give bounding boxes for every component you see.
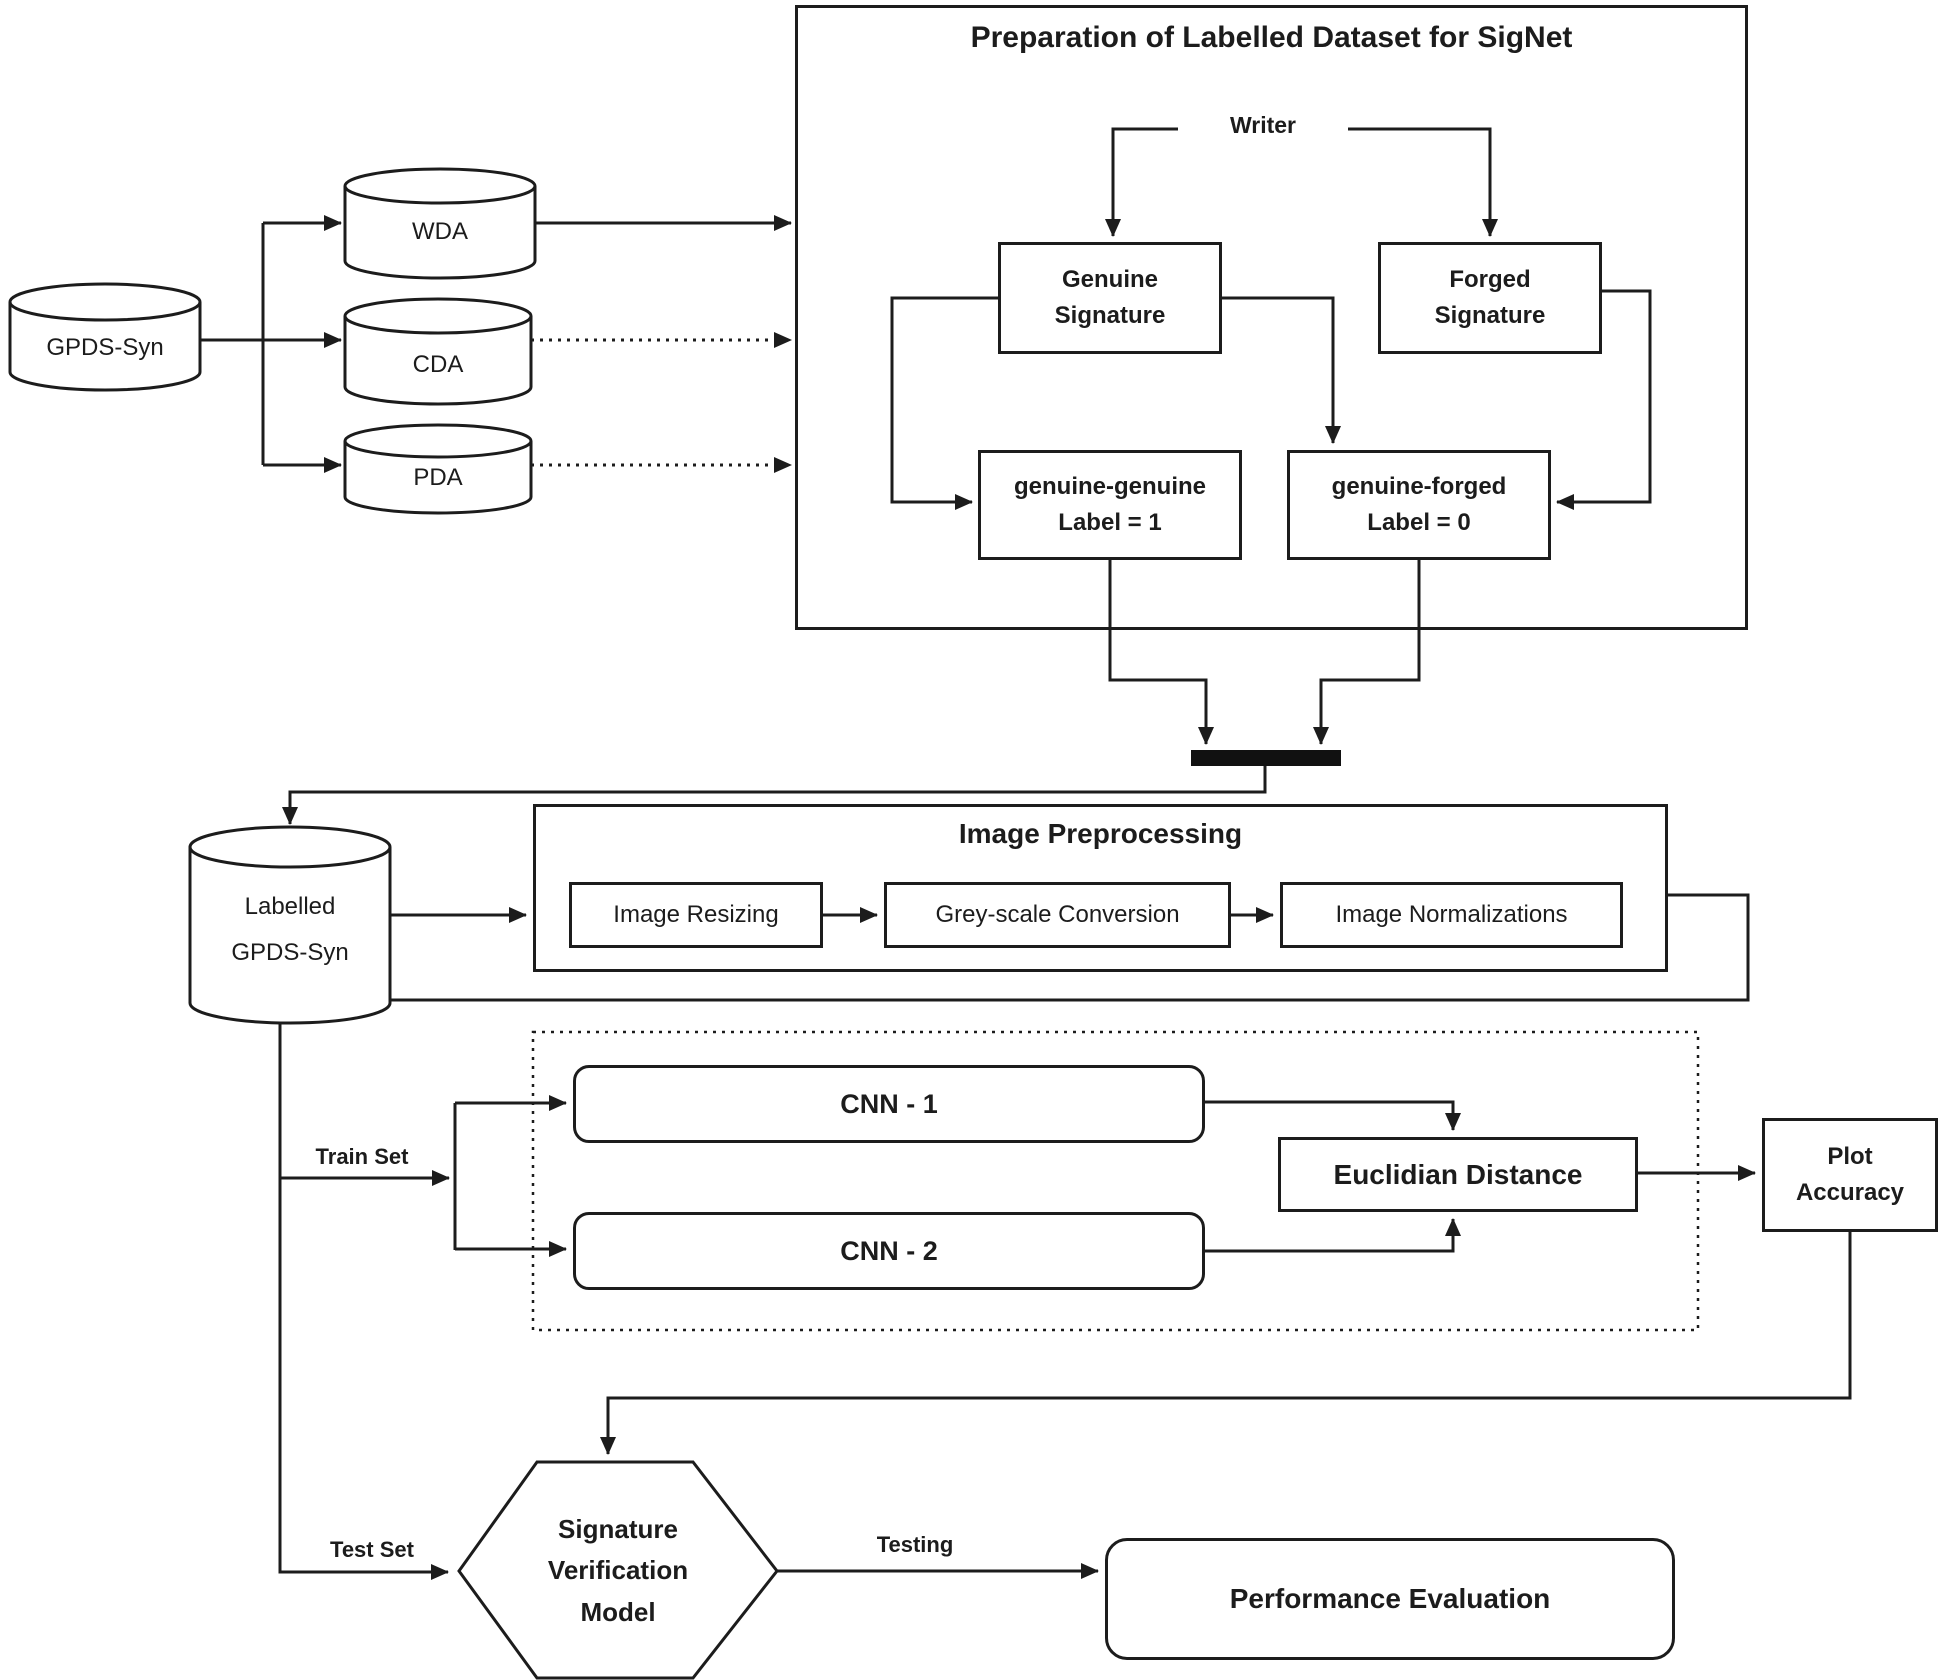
genuine-forged-box: genuine-forged Label = 0: [1287, 450, 1551, 560]
image-normalizations-box: Image Normalizations: [1280, 882, 1623, 948]
gpds-cylinder-body: [8, 302, 202, 392]
gpds-label: GPDS-Syn: [46, 334, 164, 361]
cda-cylinder-top: [343, 297, 533, 335]
labelled-gpds-label: Labelled GPDS-Syn: [231, 893, 349, 966]
verification-model-hexagon: [457, 1460, 779, 1680]
wda-label: WDA: [412, 218, 468, 245]
writer-label: Writer: [1229, 111, 1297, 138]
arrow-forged-to-gf: [1556, 289, 1652, 510]
wda-cylinder-top: [343, 167, 537, 205]
train-set-label: Train Set: [315, 1144, 409, 1169]
arrow-cnn2-to-euclidian: [1205, 1218, 1461, 1253]
performance-evaluation-box: Performance Evaluation: [1105, 1538, 1675, 1660]
arrow-writer-to-forged: [1348, 127, 1498, 237]
wda-cylinder-body: [343, 186, 537, 280]
labelled-cylinder-top: [188, 825, 392, 869]
genuine-signature-box: Genuine Signature: [998, 242, 1222, 354]
testing-label: Testing: [876, 1532, 954, 1557]
gpds-cylinder-top: [8, 282, 202, 322]
arrow-genuine-to-gf: [1222, 296, 1341, 444]
arrow-plot-to-model: [600, 1232, 1852, 1455]
verification-model-label: Signature Verification Model: [547, 1513, 689, 1627]
cnn1-box: CNN - 1: [573, 1065, 1205, 1143]
cda-cylinder-body: [343, 316, 533, 406]
preprocessing-box: [533, 804, 1668, 972]
pda-cylinder-top: [343, 423, 533, 459]
pda-label: PDA: [413, 464, 463, 491]
arrow-merge-to-labelled: [282, 766, 1267, 825]
preprocessing-title: Image Preprocessing: [958, 818, 1243, 849]
siamese-dotted-box: [531, 1030, 1700, 1332]
merge-bar: [1191, 750, 1341, 766]
preparation-title: Preparation of Labelled Dataset for SigN…: [795, 16, 1748, 60]
preparation-title-text: Preparation of Labelled Dataset for SigN…: [970, 21, 1573, 54]
arrow-writer-to-genuine: [1105, 127, 1178, 237]
cda-label: CDA: [412, 351, 464, 378]
test-set-label: Test Set: [330, 1537, 414, 1562]
arrow-gg-to-merge: [1108, 560, 1214, 745]
forged-signature-box: Forged Signature: [1378, 242, 1602, 354]
connector-preprocessing-rail-to-testset: [278, 893, 1750, 1580]
preparation-section-box: [795, 5, 1748, 630]
arrow-cnn1-to-euclidian: [1205, 1100, 1461, 1131]
cnn2-box: CNN - 2: [573, 1212, 1205, 1290]
greyscale-conversion-box: Grey-scale Conversion: [884, 882, 1231, 948]
pda-cylinder-body: [343, 441, 533, 515]
labelled-cylinder-body: [188, 847, 392, 1025]
euclidian-distance-box: Euclidian Distance: [1278, 1137, 1638, 1212]
image-resizing-box: Image Resizing: [569, 882, 823, 948]
arrow-genuine-to-gg: [890, 296, 998, 510]
arrow-gf-to-merge: [1313, 560, 1421, 745]
plot-accuracy-box: Plot Accuracy: [1762, 1118, 1938, 1232]
genuine-genuine-box: genuine-genuine Label = 1: [978, 450, 1242, 560]
